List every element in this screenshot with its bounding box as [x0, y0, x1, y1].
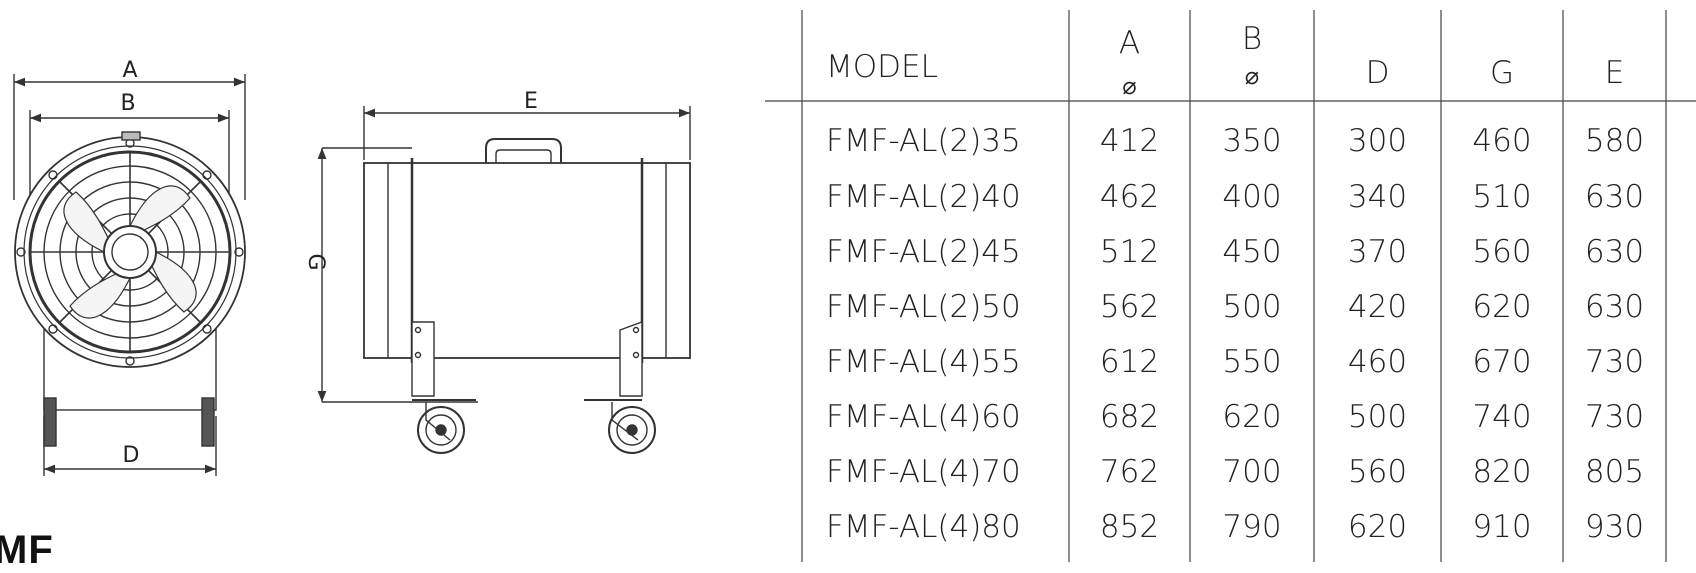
- cell-b: 790: [1222, 509, 1282, 545]
- cell-e: 580: [1584, 123, 1645, 159]
- cell-model: FMF-AL(4)55: [826, 344, 1021, 380]
- cell-d: 420: [1347, 289, 1408, 325]
- cell-d: 340: [1347, 179, 1408, 215]
- cell-model: FMF-AL(2)50: [826, 289, 1021, 325]
- cell-a: 412: [1099, 123, 1160, 159]
- cell-e: 805: [1584, 454, 1645, 490]
- cell-e: 630: [1584, 179, 1645, 215]
- cell-a: 762: [1099, 454, 1160, 490]
- cell-b: 400: [1222, 179, 1282, 215]
- cell-model: FMF-AL(4)70: [826, 454, 1021, 490]
- cell-model: FMF-AL(2)35: [826, 123, 1021, 159]
- cell-model: FMF-AL(2)45: [826, 234, 1021, 270]
- cell-e: 930: [1584, 509, 1645, 545]
- cell-d: 500: [1347, 399, 1408, 435]
- cell-model: FMF-AL(2)40: [826, 179, 1021, 215]
- cell-g: 510: [1472, 179, 1532, 215]
- header-model: MODEL: [826, 49, 938, 85]
- header-d: D: [1365, 55, 1390, 91]
- cell-g: 670: [1472, 344, 1532, 380]
- cell-d: 300: [1347, 123, 1408, 159]
- cell-g: 620: [1472, 289, 1532, 325]
- cell-b: 350: [1222, 123, 1282, 159]
- cell-a: 562: [1099, 289, 1160, 325]
- cell-a: 462: [1099, 179, 1160, 215]
- side-view: [317, 106, 691, 454]
- dim-label-b: B: [120, 91, 135, 116]
- header-b: B: [1241, 21, 1263, 57]
- dim-label-g: G: [303, 253, 328, 270]
- header-b-diameter: ⌀: [1244, 62, 1260, 90]
- cell-d: 560: [1347, 454, 1408, 490]
- cell-b: 450: [1222, 234, 1282, 270]
- cell-model: FMF-AL(4)60: [826, 399, 1021, 435]
- cell-g: 910: [1472, 509, 1532, 545]
- header-e: E: [1604, 55, 1625, 91]
- cell-model: FMF-AL(4)80: [826, 509, 1021, 545]
- cell-d: 370: [1347, 234, 1408, 270]
- cell-g: 560: [1472, 234, 1532, 270]
- cell-b: 550: [1222, 344, 1282, 380]
- brand-logo-text: MF: [0, 528, 54, 572]
- cell-a: 852: [1099, 509, 1160, 545]
- cell-b: 500: [1222, 289, 1282, 325]
- cell-e: 630: [1584, 234, 1645, 270]
- cell-e: 630: [1584, 289, 1645, 325]
- dim-label-e: E: [524, 89, 538, 114]
- cell-d: 460: [1347, 344, 1408, 380]
- cell-b: 700: [1222, 454, 1282, 490]
- cell-b: 620: [1222, 399, 1282, 435]
- cell-g: 740: [1472, 399, 1532, 435]
- dim-label-d: D: [123, 443, 140, 468]
- cell-g: 820: [1472, 454, 1532, 490]
- cell-g: 460: [1472, 123, 1532, 159]
- dim-label-a: A: [122, 58, 137, 83]
- cell-a: 682: [1099, 399, 1160, 435]
- cell-d: 620: [1347, 509, 1408, 545]
- cell-a: 512: [1099, 234, 1160, 270]
- front-view: [13, 74, 246, 476]
- cell-e: 730: [1584, 399, 1645, 435]
- header-a-diameter: ⌀: [1122, 72, 1137, 100]
- header-g: G: [1489, 55, 1515, 91]
- header-a: A: [1118, 25, 1141, 61]
- cell-e: 730: [1584, 344, 1645, 380]
- table-grid: [765, 10, 1696, 562]
- cell-a: 612: [1099, 344, 1160, 380]
